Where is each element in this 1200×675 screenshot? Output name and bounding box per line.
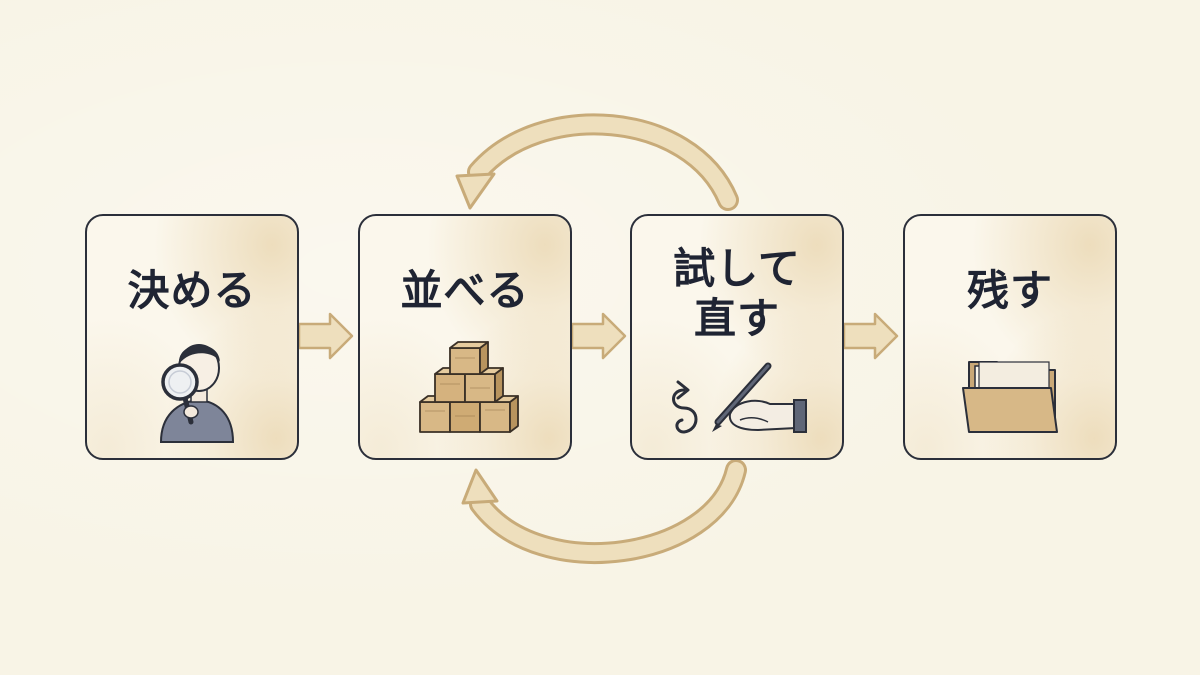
step-card-arrange: 並べる	[358, 214, 572, 460]
step-label-keep: 残す	[966, 266, 1053, 315]
forward-arrow-1-2	[297, 312, 354, 360]
step-card-keep: 残す	[903, 214, 1117, 460]
step-label-try-and-fix: 試して 直す	[673, 244, 801, 343]
hand-writing-with-pen-icon	[672, 362, 807, 434]
stacked-blocks-icon	[419, 341, 519, 433]
step-card-decide: 決める	[85, 214, 299, 460]
step-label-decide: 決める	[127, 266, 257, 315]
loop-arrow-top	[455, 113, 739, 211]
forward-arrow-2-3	[570, 312, 627, 360]
forward-arrow-3-4	[842, 312, 899, 360]
loop-arrow-bottom	[461, 459, 747, 564]
step-label-arrange: 並べる	[400, 266, 530, 315]
folder-icon	[962, 361, 1058, 433]
step-card-try-and-fix: 試して 直す	[630, 214, 844, 460]
person-with-magnifier-icon	[159, 344, 235, 443]
